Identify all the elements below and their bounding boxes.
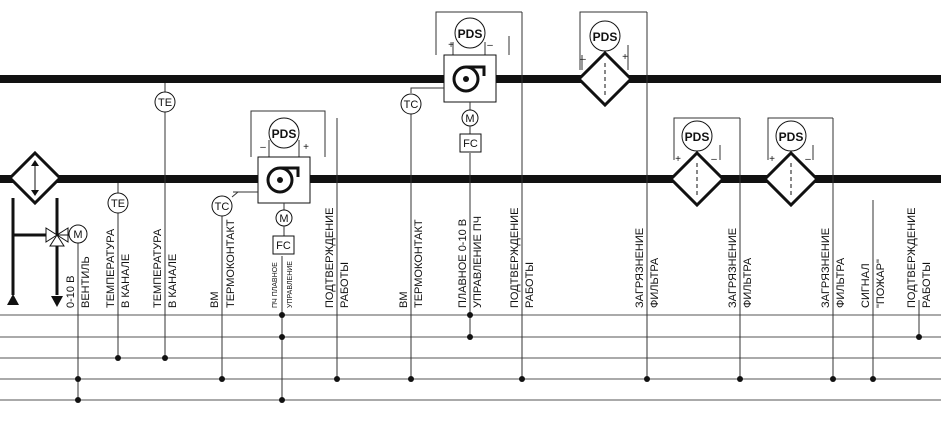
- valve-motor-label: M: [73, 229, 82, 241]
- temp-sensor-upper-label: TE: [158, 97, 172, 109]
- junction-dot: [162, 355, 168, 361]
- pds-5-minus: –: [805, 154, 811, 165]
- junction-dot: [830, 376, 836, 382]
- pds-5-plus: +: [769, 154, 775, 165]
- label-fc-control-2b: УПРАВЛЕНИЕ ПЧ: [472, 216, 484, 308]
- junction-dot: [737, 376, 743, 382]
- junction-dot: [467, 312, 473, 318]
- pds-3-minus: –: [580, 54, 586, 65]
- pds-sensor-1-label: PDS: [272, 127, 297, 141]
- label-temp-duct-1b: В КАНАЛЕ: [120, 254, 132, 308]
- pds-2-plus: +: [448, 40, 454, 51]
- thermocontact-2: [400, 93, 422, 115]
- label-thermocontact-2a: ВМ: [398, 292, 410, 309]
- label-filter-1b: ФИЛЬТРА: [649, 257, 661, 308]
- label-filter-2b: ФИЛЬТРА: [742, 257, 754, 308]
- pds-2-minus: –: [487, 40, 493, 51]
- junction-dot: [115, 355, 121, 361]
- pds-4-plus: +: [675, 154, 681, 165]
- pds-1-plus: +: [303, 142, 309, 153]
- pds-sensor-3-label: PDS: [593, 30, 618, 44]
- fc-box-2: [459, 133, 482, 153]
- fc-box-2-label: FC: [463, 138, 478, 150]
- label-temp-duct-2a: ТЕМПЕРАТУРА: [152, 228, 164, 308]
- thermocontact-1: [211, 195, 233, 217]
- fc-box-1-label: FC: [276, 240, 291, 252]
- label-thermocontact-1b: ТЕРМОКОНТАКТ: [225, 219, 237, 308]
- filter-lower-2: PDS + –: [762, 117, 833, 208]
- junction-dot: [334, 376, 340, 382]
- temp-sensor-upper: [154, 91, 176, 113]
- junction-dot: [219, 376, 225, 382]
- fan-motor-2-label: M: [465, 113, 474, 125]
- label-fc-control-1b: УПРАВЛЕНИЕ: [287, 261, 294, 308]
- junction-dot: [467, 334, 473, 340]
- junction-dot: [644, 376, 650, 382]
- label-confirm-3b: РАБОТЫ: [921, 262, 933, 308]
- heat-exchanger: [7, 150, 63, 206]
- junction-dot: [870, 376, 876, 382]
- valve-motor-circle: [68, 224, 88, 244]
- fan-motor-1-label: M: [279, 213, 288, 225]
- label-confirm-1b: РАБОТЫ: [339, 262, 351, 308]
- three-way-valve: [45, 227, 70, 247]
- label-filter-3b: ФИЛЬТРА: [835, 257, 847, 308]
- filter-lower-1: PDS + –: [668, 117, 740, 208]
- junction-dot: [75, 376, 81, 382]
- label-valve-2: ВЕНТИЛЬ: [80, 256, 92, 308]
- junction-dots: [75, 312, 922, 403]
- pds-sensor-2: [454, 17, 486, 49]
- temp-sensor-lower-label: TE: [111, 198, 125, 210]
- label-filter-2a: ЗАГРЯЗНЕНИЕ: [727, 228, 739, 308]
- junction-dot: [279, 334, 285, 340]
- label-filter-3a: ЗАГРЯЗНЕНИЕ: [820, 228, 832, 308]
- fc-box-1: [272, 235, 295, 255]
- upper-fan-unit: PDS + – M FC TC: [400, 11, 522, 153]
- flow-up-arrow: [7, 294, 19, 305]
- lower-fan-unit: PDS – + M FC TC: [211, 110, 326, 255]
- junction-dot: [279, 397, 285, 403]
- label-temp-duct-2b: В КАНАЛЕ: [167, 254, 179, 308]
- pds-1-minus: –: [260, 142, 266, 153]
- label-fc-control-1a: ПЧ ПЛАВНОЕ: [272, 262, 279, 308]
- label-confirm-2a: ПОДТВЕРЖДЕНИЕ: [509, 208, 521, 308]
- pds-sensor-5-label: PDS: [779, 130, 804, 144]
- label-confirm-1a: ПОДТВЕРЖДЕНИЕ: [324, 208, 336, 308]
- signal-wires: [77, 12, 920, 400]
- junction-dot: [519, 376, 525, 382]
- pds-3-plus: +: [622, 52, 628, 63]
- thermocontact-1-label: TC: [215, 201, 230, 213]
- label-fire-b: "ПОЖАР": [875, 259, 887, 308]
- junction-dot: [408, 376, 414, 382]
- temp-sensor-lower: [107, 192, 129, 214]
- junction-dot: [279, 312, 285, 318]
- label-filter-1a: ЗАГРЯЗНЕНИЕ: [634, 228, 646, 308]
- label-thermocontact-2b: ТЕРМОКОНТАКТ: [413, 219, 425, 308]
- label-thermocontact-1a: ВМ: [209, 292, 221, 309]
- flow-down-arrow: [51, 296, 63, 307]
- pds-sensor-2-label: PDS: [458, 27, 483, 41]
- pds-sensor-4-label: PDS: [685, 130, 710, 144]
- filter-upper: PDS – +: [576, 11, 647, 108]
- pds-4-minus: –: [711, 154, 717, 165]
- label-fc-control-2a: ПЛАВНОЕ 0-10 В: [457, 219, 469, 308]
- thermocontact-2-label: TC: [404, 99, 419, 111]
- label-temp-duct-1a: ТЕМПЕРАТУРА: [105, 228, 117, 308]
- label-fire-a: СИГНАЛ: [860, 263, 872, 308]
- junction-dot: [916, 334, 922, 340]
- label-confirm-2b: РАБОТЫ: [524, 262, 536, 308]
- label-valve-1: 0-10 В: [65, 276, 77, 308]
- label-confirm-3a: ПОДТВЕРЖДЕНИЕ: [906, 208, 918, 308]
- junction-dot: [75, 397, 81, 403]
- pds-sensor-1: [268, 117, 300, 149]
